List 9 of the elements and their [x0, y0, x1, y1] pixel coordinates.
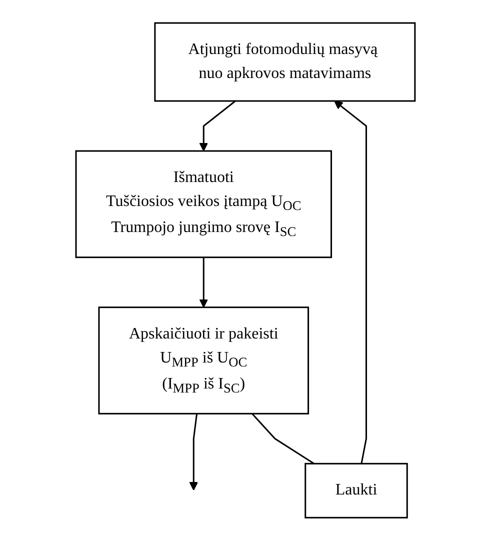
- arrow: [199, 257, 208, 308]
- arrow: [189, 413, 198, 490]
- node-box: Atjungti fotomodulių masyvą nuo apkrovos matavimams: [154, 22, 416, 102]
- node-box: Apskaičiuoti ir pakeisti U$_{MPP}$ iš U$_{OC}$ (I$_{MPP}$ iš I$_{SC}$): [98, 306, 310, 414]
- node-box: Laukti: [304, 462, 408, 518]
- arrow: [199, 100, 236, 152]
- connector: [252, 412, 314, 464]
- arrow: [334, 100, 368, 464]
- node-box: Išmatuoti Tuščiosios veikos įtampą U$_{OC}$ Trumpojo jungimo srovę I$_{SC}$: [75, 150, 332, 258]
